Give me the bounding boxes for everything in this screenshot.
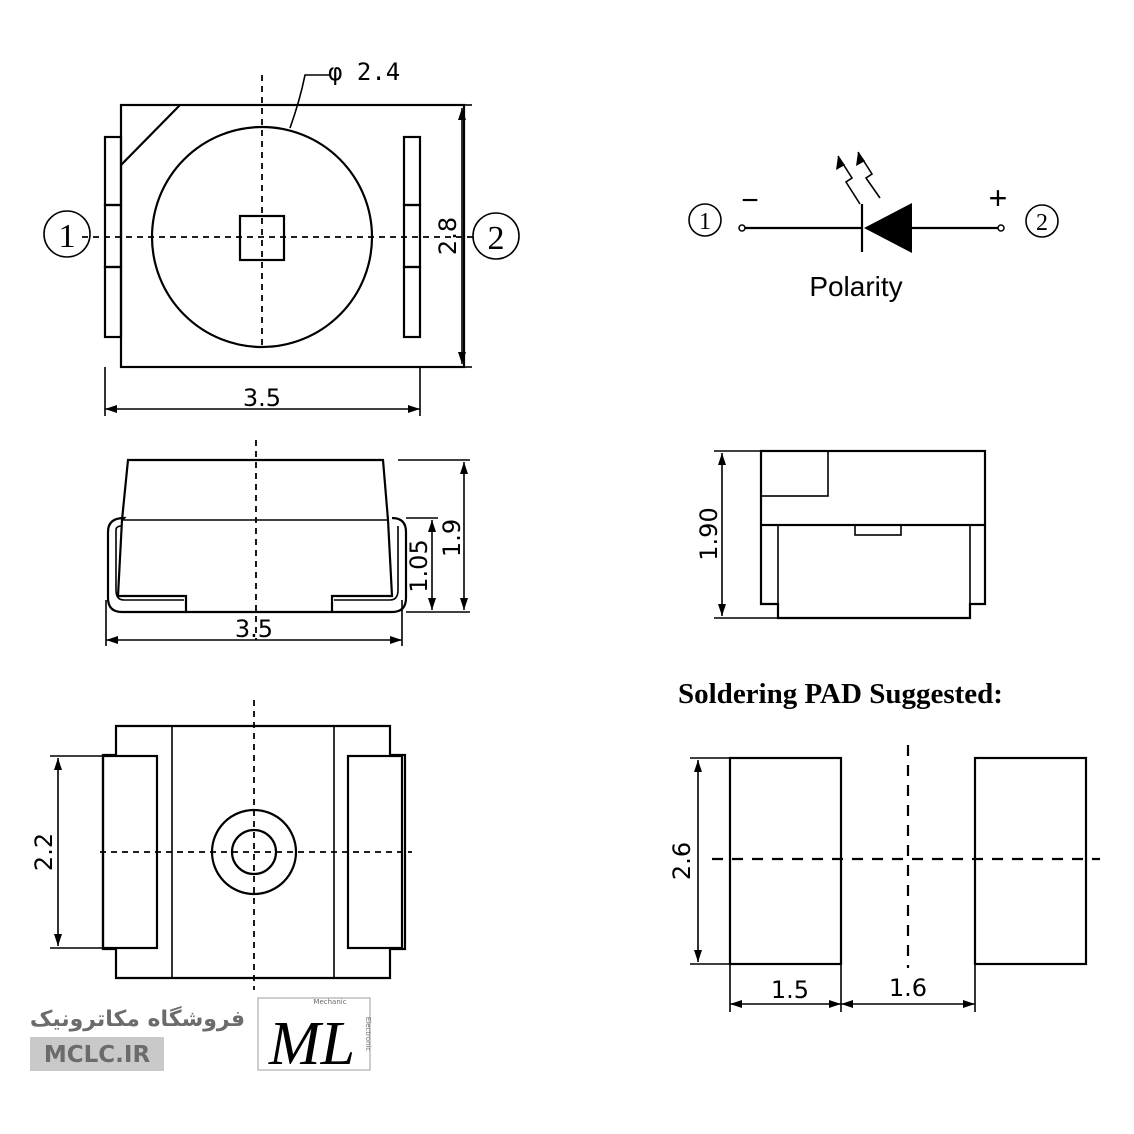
site-url: MCLC.IR [44, 1042, 151, 1068]
logo-box [257, 997, 371, 1071]
notch [760, 450, 829, 497]
cathode-tab [854, 524, 902, 536]
symbol-pin2-circle [1025, 204, 1059, 238]
height-label: 2.8 [434, 217, 462, 255]
top-view: φ 2.4 3.5 2.8 1 2 [43, 58, 520, 416]
front-width-label: 3.5 [235, 615, 273, 643]
upper-body [759, 449, 987, 527]
minus-sign: − [741, 184, 759, 217]
emission-arrow-2 [837, 155, 861, 205]
body-outline [116, 458, 394, 614]
svg-text:1: 1 [699, 209, 711, 235]
lead-height-label: 1.05 [405, 539, 433, 592]
pad-gap-label: 1.6 [889, 974, 927, 1002]
url-badge [30, 1037, 164, 1071]
bottom-view: 2.2 [30, 700, 412, 990]
left-lead-outer [106, 516, 127, 598]
shop-name: فروشگاه مکاترونیک [30, 1005, 245, 1032]
left-lead-bottom [103, 265, 123, 339]
diameter-leader [289, 74, 330, 129]
pin1-circle [43, 210, 91, 258]
soldering-pad-section: Soldering PAD Suggested: 2.6 1.5 1.6 [668, 678, 1100, 1012]
pin2-circle [472, 212, 520, 260]
pin2-label: 2 [488, 220, 505, 257]
right-lead-bottom [402, 265, 422, 339]
emission-arrow-1 [857, 151, 881, 199]
pad-height-label: 2.2 [30, 833, 58, 871]
right-lead-mid [402, 203, 422, 269]
logo-small-side: Electronic [364, 1017, 372, 1052]
diode-triangle [864, 203, 912, 253]
watermark: فروشگاه مکاترونیک MCLC.IR ML Mechanic El… [30, 997, 372, 1078]
solder-pad-left [728, 756, 843, 966]
right-lead-outer [332, 516, 408, 614]
total-height-label: 1.9 [438, 519, 466, 557]
chip-square [238, 214, 286, 262]
right-side-view: 1.90 [695, 449, 987, 620]
right-height-label: 1.90 [695, 507, 723, 560]
solder-height-label: 2.6 [668, 842, 696, 880]
symbol-pin1-circle [688, 203, 722, 237]
diameter-label: φ 2.4 [328, 58, 400, 86]
logo-mark: ML [268, 1010, 355, 1078]
lower-body [759, 525, 987, 620]
soldering-title: Soldering PAD Suggested: [678, 678, 1003, 710]
polarity-symbol: 1 − + 2 Polarity [688, 151, 1059, 302]
cathode-mark [120, 104, 181, 166]
svg-text:2: 2 [1036, 210, 1048, 236]
pin1-label: 1 [59, 218, 76, 255]
polarity-label: Polarity [809, 271, 902, 302]
logo-small-top: Mechanic [313, 998, 346, 1006]
front-side-view: 3.5 1.05 1.9 [105, 440, 470, 646]
solder-pad-right [973, 756, 1088, 966]
package-outline [119, 103, 466, 369]
left-lead-mid [103, 203, 123, 269]
plus-sign: + [989, 180, 1008, 216]
left-lead-top [103, 135, 123, 207]
right-lead-top [402, 135, 422, 207]
pad-width-label: 1.5 [771, 976, 809, 1004]
width-label: 3.5 [243, 384, 281, 412]
